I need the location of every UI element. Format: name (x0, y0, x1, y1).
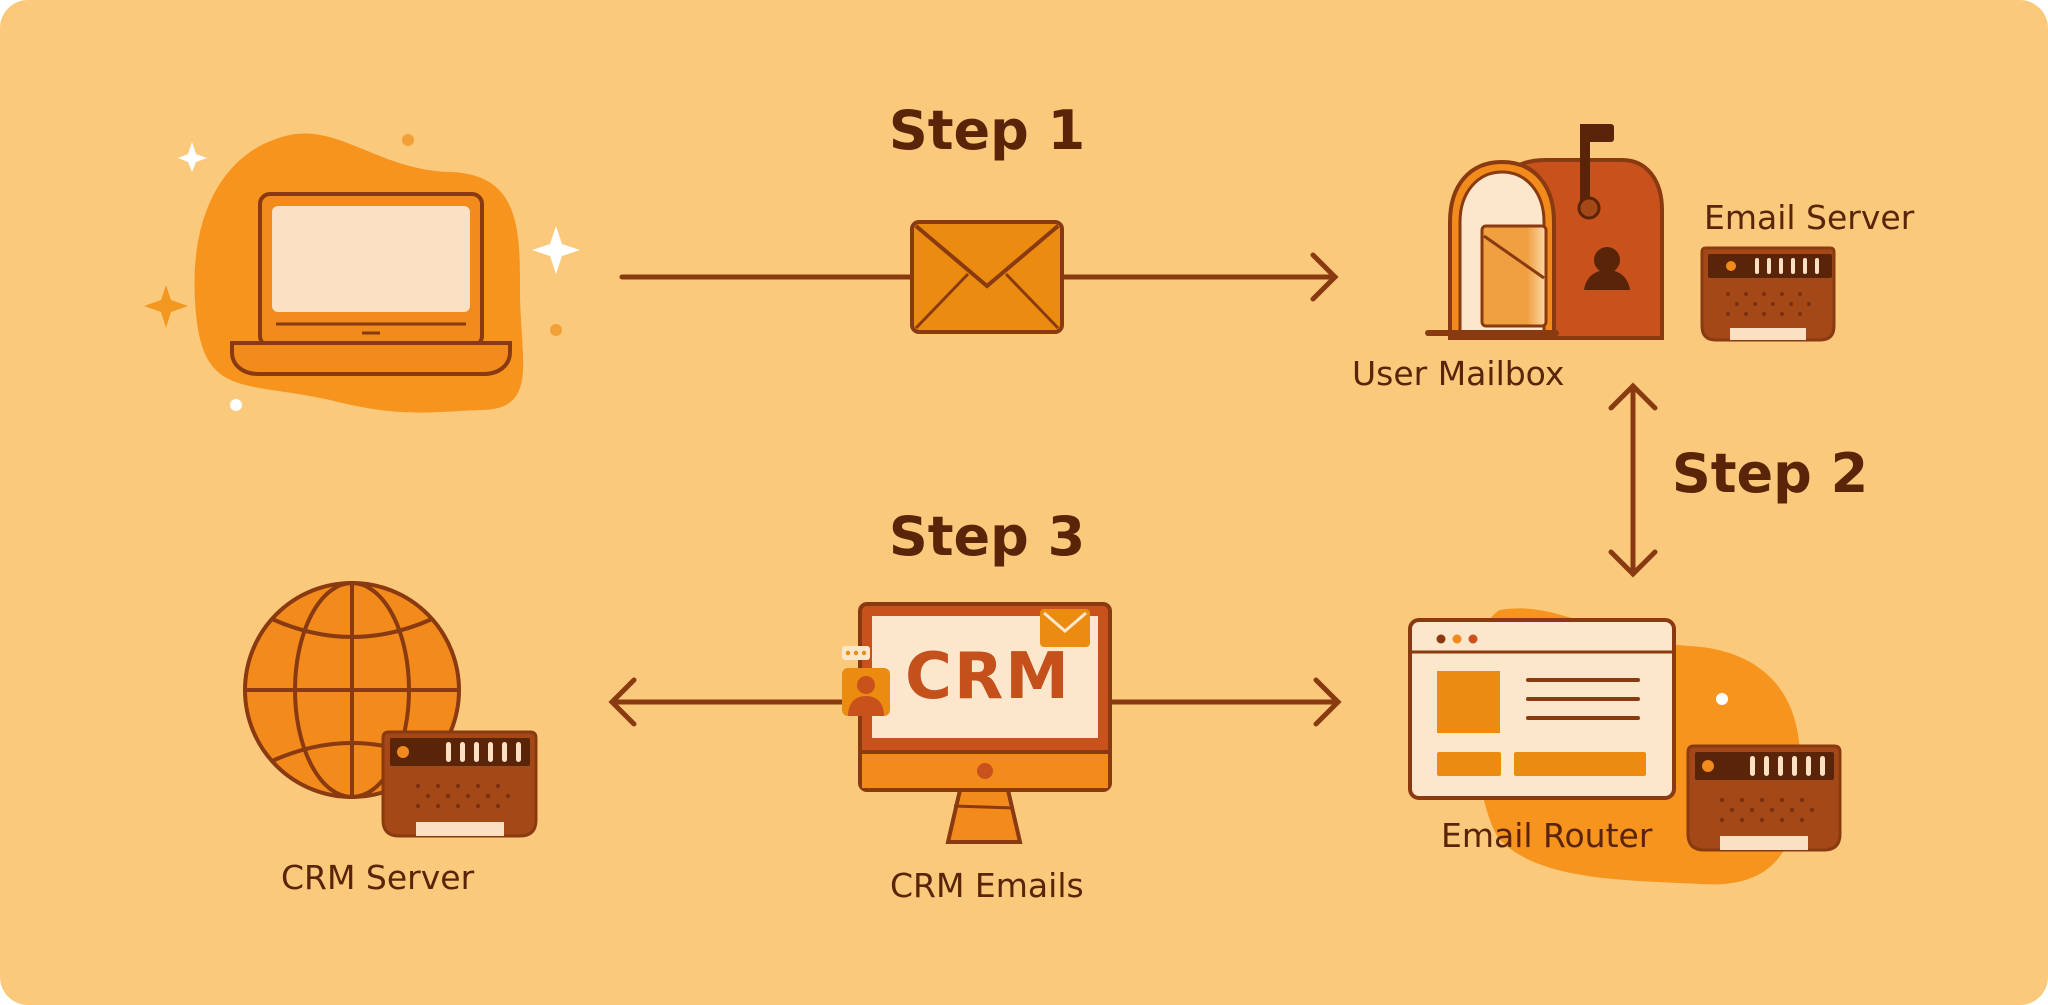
step1-label: Step 1 (888, 99, 1086, 162)
email-server-label: Email Server (1704, 198, 1915, 237)
crm-emails-label: CRM Emails (890, 866, 1084, 905)
email-router-label: Email Router (1441, 816, 1653, 855)
sparkle-icon (178, 142, 580, 274)
mail-badge-icon (1040, 609, 1090, 647)
server-icon (1700, 246, 1836, 342)
laptop-icon (144, 133, 580, 413)
server-icon (1686, 744, 1842, 852)
server-icon (381, 730, 538, 838)
contact-icon (842, 646, 890, 716)
step3-arrow-right (1107, 677, 1342, 727)
mailbox-icon (1425, 124, 1664, 340)
crm-monitor-icon (842, 602, 1112, 844)
crm-server-label: CRM Server (281, 858, 475, 897)
envelope-icon (910, 220, 1064, 334)
step2-label: Step 2 (1671, 442, 1869, 505)
step3-label: Step 3 (888, 505, 1086, 568)
user-mailbox-label: User Mailbox (1352, 354, 1565, 393)
crm-screen-text: CRM (905, 640, 1071, 714)
step2-arrow (1608, 382, 1658, 578)
step3-arrow-left (608, 677, 848, 727)
user-icon (1584, 247, 1630, 290)
sparkle-icon (144, 285, 188, 328)
